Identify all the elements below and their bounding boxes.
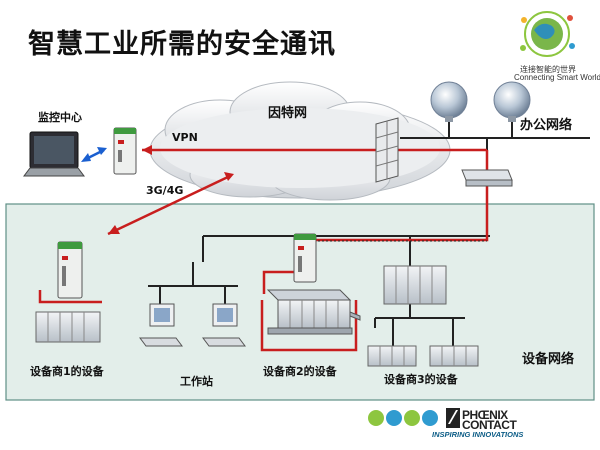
vendor2-machine-icon [266,289,361,335]
page-title: 智慧工业所需的安全通讯 [28,29,336,60]
logo-tagline-cn: 连接智能的世界 [520,65,576,74]
workstation-pc-2-icon [202,303,246,347]
server-globe-1-icon [430,81,468,122]
laptop-icon [23,131,85,177]
footer-tagline: INSPIRING INNOVATIONS [432,430,524,439]
server-globe-2-icon [493,81,531,122]
cellular-arrow-upper [224,172,234,181]
vendor1-equipment-label: 设备商1的设备 [30,365,104,378]
office-network-label: 办公网络 [520,118,573,133]
footer-brand-line1: PHŒNIX [462,408,508,422]
workstation-pc-1-icon [139,303,183,347]
cellular-label: 3G/4G [146,184,184,197]
workstation-label: 工作站 [180,375,213,388]
vendor3-rack-left-icon [367,345,417,367]
vendor3-main-rack-icon [383,265,447,305]
blue-double-arrow [81,147,107,162]
vendor1-rack-icon [35,311,101,343]
vendor3-rack-right-icon [429,345,479,367]
vendor1-router-icon [57,241,83,299]
phoenix-contact-logo [446,408,460,428]
internet-label: 因特网 [268,106,308,121]
footer-dots [368,410,438,426]
logo-tagline-en: Connecting Smart World [514,73,600,82]
equipment-network-label: 设备网络 [522,352,575,367]
vendor3-equipment-label: 设备商3的设备 [384,373,458,386]
connecting-smart-world-logo [520,11,575,57]
office-switch-icon [461,169,513,187]
monitoring-router-icon [113,127,137,175]
equipment-network-lines [148,235,490,346]
firewall-icon [375,117,399,183]
vpn-arrow-left [142,145,152,155]
cellular-arrow-lower [108,225,120,234]
footer-brand-line2: CONTACT [462,418,517,432]
vpn-label: VPN [172,131,198,144]
footer-brand: PHŒNIX CONTACT [462,408,517,432]
vendor2-equipment-label: 设备商2的设备 [263,365,337,378]
vendor2-router-icon [293,233,317,283]
monitoring-center-label: 监控中心 [38,111,82,124]
